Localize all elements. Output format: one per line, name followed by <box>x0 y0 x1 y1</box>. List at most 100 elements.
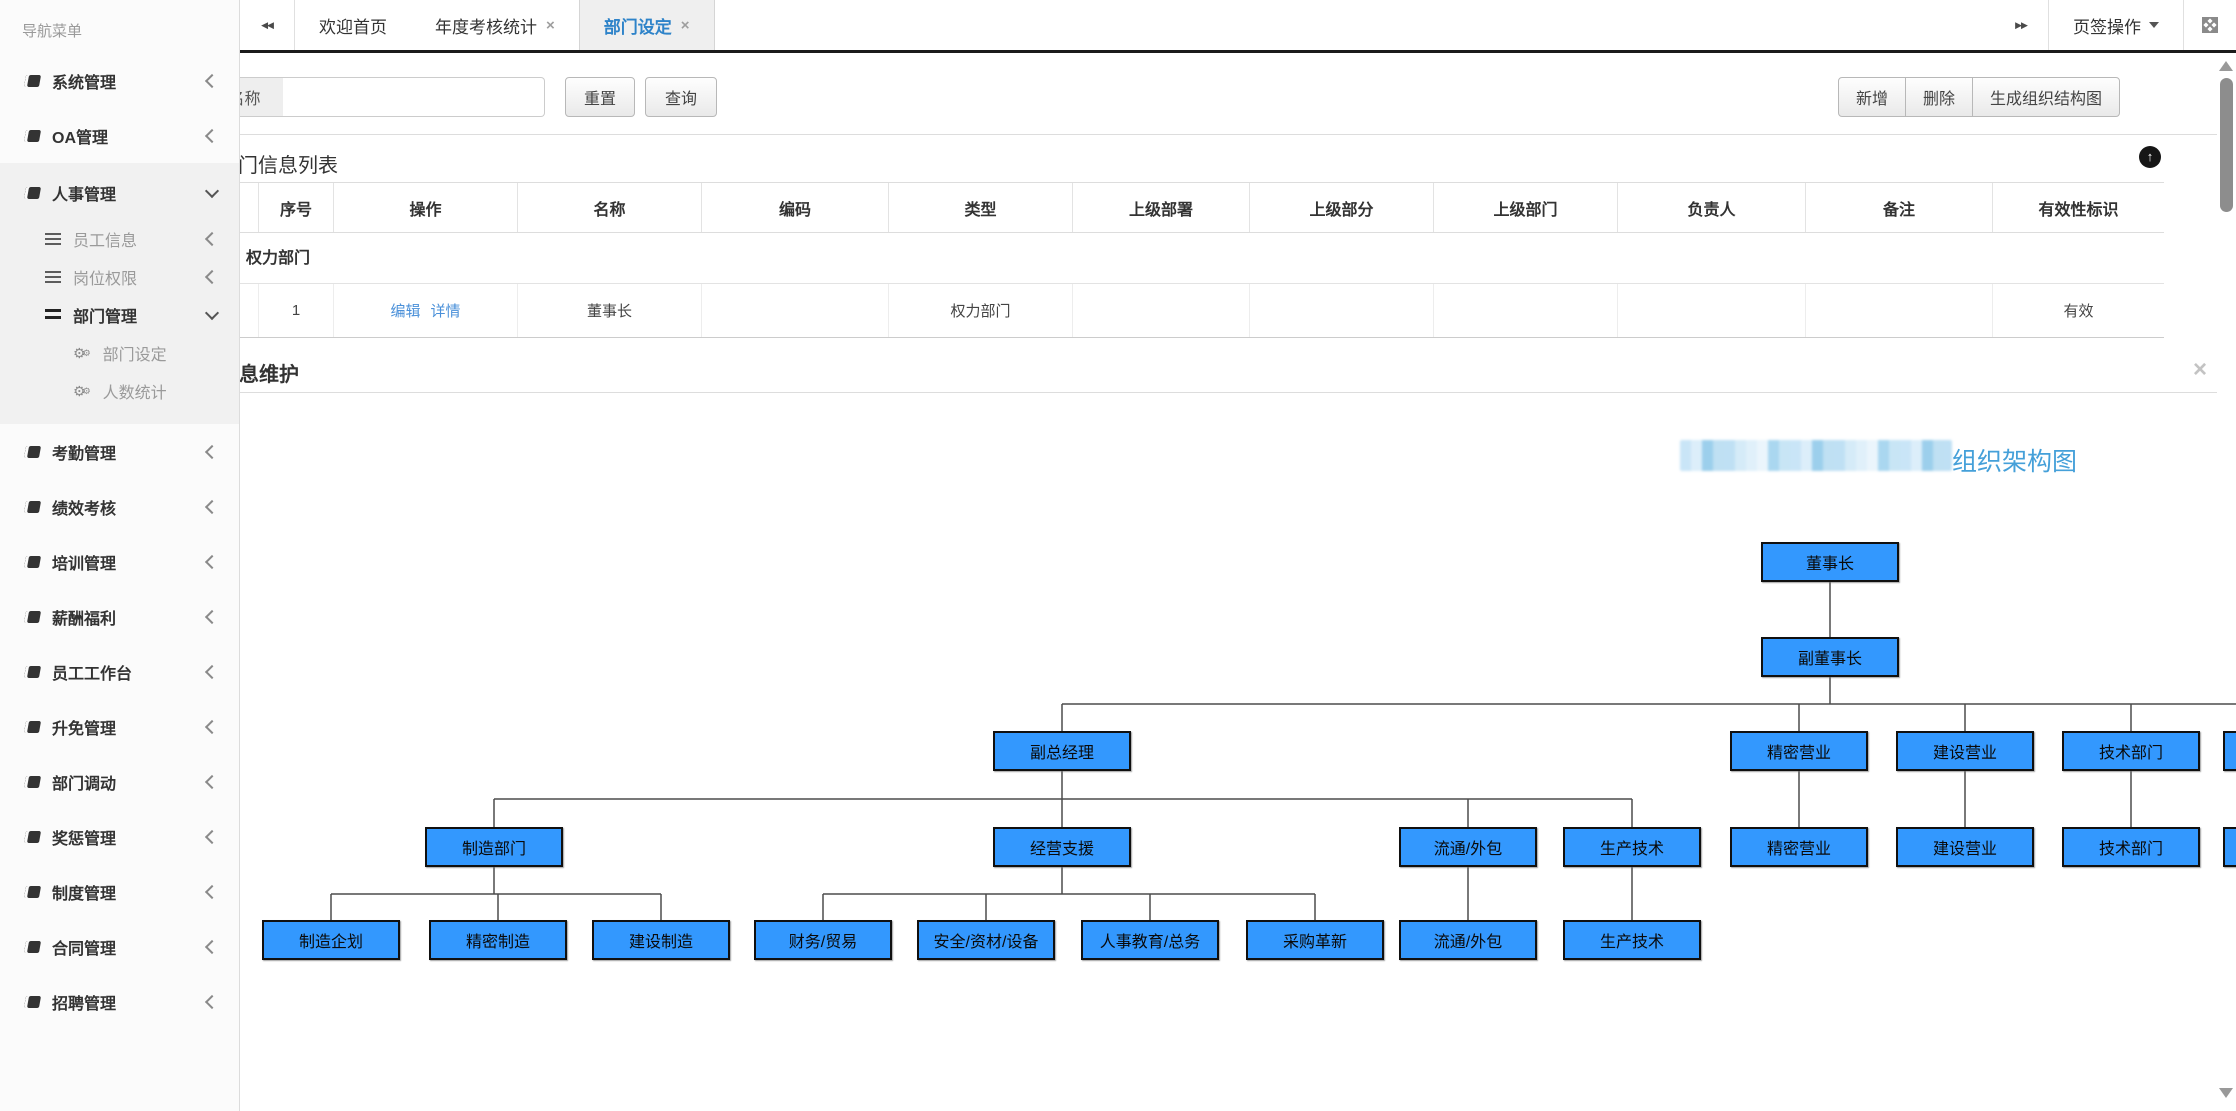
book-icon <box>23 830 42 843</box>
sidebar-item-升免管理[interactable]: 升免管理 <box>0 699 239 754</box>
sidebar-item-合同管理[interactable]: 合同管理 <box>0 919 239 974</box>
sidebar-item-岗位权限[interactable]: 岗位权限 <box>0 258 239 296</box>
generate-org-chart-button[interactable]: 生成组织结构图 <box>1972 77 2121 117</box>
sidebar-item-绩效考核[interactable]: 绩效考核 <box>0 479 239 534</box>
add-button[interactable]: 新增 <box>1838 77 1907 117</box>
chevron-left-icon <box>204 73 220 88</box>
sidebar-item-label: 考勤管理 <box>52 445 117 463</box>
detail-link[interactable]: 详情 <box>430 303 461 320</box>
cell-name: 董事长 <box>518 284 702 337</box>
sidebar-item-部门设定[interactable]: ⚙⚙部门设定 <box>0 334 239 372</box>
chevron-left-icon <box>204 939 220 954</box>
book-icon <box>23 940 42 953</box>
menu-icon <box>45 271 61 283</box>
chevron-down-icon <box>204 183 220 198</box>
book-icon <box>23 610 42 623</box>
sidebar-item-制度管理[interactable]: 制度管理 <box>0 864 239 919</box>
delete-button[interactable]: 删除 <box>1905 77 1974 117</box>
sidebar-item-label: 部门调动 <box>52 775 117 793</box>
table-action-buttons: 新增 删除 生成组织结构图 <box>1838 77 2121 117</box>
cell-owner <box>1618 284 1806 337</box>
tabs-scroll-left-button[interactable]: ◀◀ <box>240 0 295 50</box>
org-node-副总经理: 副总经理 <box>993 731 1131 771</box>
chevron-down-icon <box>204 305 220 321</box>
chevron-left-icon <box>204 994 220 1009</box>
tabs-scroll-right-button[interactable]: ▶▶ <box>1994 0 2048 50</box>
tabbar-right-controls: ▶▶ 页签操作 <box>1994 0 2236 50</box>
org-node-精密制造: 精密制造 <box>429 920 567 960</box>
sidebar-item-系统管理[interactable]: 系统管理 <box>0 53 239 108</box>
chevron-left-icon <box>204 609 220 624</box>
reset-button[interactable]: 重置 <box>565 77 635 117</box>
chevron-left-icon <box>204 499 220 514</box>
org-node-人事教育/总务: 人事教育/总务 <box>1081 920 1219 960</box>
dept-list-panel-title: 部门信息列表 <box>218 155 338 177</box>
cell-parent_dept_b <box>1250 284 1434 337</box>
org-node-建设营业: 建设营业 <box>1896 731 2034 771</box>
column-header-备注: 备注 <box>1806 183 1993 232</box>
name-search-input[interactable] <box>283 77 545 117</box>
book-icon <box>23 500 42 513</box>
tab-operations-menu[interactable]: 页签操作 <box>2048 0 2183 50</box>
cell-remark <box>1806 284 1993 337</box>
scrollbar-up-arrow[interactable] <box>2219 61 2233 71</box>
query-button[interactable]: 查询 <box>645 77 717 117</box>
org-node-采购革新: 采购革新 <box>1246 920 1384 960</box>
sidebar-item-部门管理[interactable]: 部门管理 <box>0 296 239 334</box>
scrollbar-down-arrow[interactable] <box>2219 1088 2233 1098</box>
book-icon <box>23 445 42 458</box>
menu-icon <box>45 233 61 245</box>
collapse-panel-button[interactable]: ↑ <box>2139 146 2161 168</box>
edit-link[interactable]: 编辑 <box>390 303 421 320</box>
sidebar-item-培训管理[interactable]: 培训管理 <box>0 534 239 589</box>
sidebar-item-部门调动[interactable]: 部门调动 <box>0 754 239 809</box>
sidebar-item-label: 制度管理 <box>52 885 117 903</box>
sidebar-item-奖惩管理[interactable]: 奖惩管理 <box>0 809 239 864</box>
column-header-上级部门: 上级部门 <box>1434 183 1618 232</box>
sidebar-item-label: 人数统计 <box>102 385 167 402</box>
sidebar-item-label: 合同管理 <box>52 940 117 958</box>
sidebar-item-考勤管理[interactable]: 考勤管理 <box>0 424 239 479</box>
sidebar-item-招聘管理[interactable]: 招聘管理 <box>0 974 239 1029</box>
sidebar-item-label: 招聘管理 <box>52 995 117 1013</box>
sidebar-item-label: 奖惩管理 <box>52 830 117 848</box>
chevron-left-icon <box>204 719 220 734</box>
sidebar-item-OA管理[interactable]: OA管理 <box>0 108 239 163</box>
org-node-流通/外包: 流通/外包 <box>1399 827 1537 867</box>
chevron-left-icon <box>204 829 220 844</box>
org-node-clipped <box>2223 827 2236 867</box>
chevron-left-icon <box>204 231 220 247</box>
chevron-down-icon <box>2149 22 2159 28</box>
close-tab-icon[interactable]: × <box>546 16 555 34</box>
tab-欢迎首页[interactable]: 欢迎首页 <box>295 0 411 50</box>
chevron-left-icon <box>204 128 220 143</box>
tab-operations-label: 页签操作 <box>2073 17 2141 37</box>
tab-部门设定[interactable]: 部门设定× <box>578 0 715 50</box>
column-header-名称: 名称 <box>518 183 702 232</box>
sidebar-item-label: 员工信息 <box>73 233 138 250</box>
sidebar-item-人数统计[interactable]: ⚙⚙人数统计 <box>0 372 239 410</box>
sidebar-item-员工工作台[interactable]: 员工工作台 <box>0 644 239 699</box>
org-node-建设制造: 建设制造 <box>592 920 730 960</box>
sidebar-item-员工信息[interactable]: 员工信息 <box>0 220 239 258</box>
org-node-技术部门: 技术部门 <box>2062 731 2200 771</box>
expand-arrows-icon <box>2202 17 2218 33</box>
cell-parent_dept_a <box>1073 284 1250 337</box>
book-icon <box>23 720 42 733</box>
close-panel-icon[interactable]: × <box>2193 356 2208 383</box>
book-icon <box>23 555 42 568</box>
column-header-类型: 类型 <box>889 183 1073 232</box>
sidebar-item-label: 系统管理 <box>52 74 117 92</box>
fullscreen-toggle-button[interactable] <box>2183 0 2236 50</box>
sidebar-item-label: 人事管理 <box>52 186 117 204</box>
scrollbar-thumb[interactable] <box>2220 78 2233 212</box>
close-tab-icon[interactable]: × <box>680 16 690 34</box>
sidebar-item-薪酬福利[interactable]: 薪酬福利 <box>0 589 239 644</box>
chevron-left-icon <box>204 884 220 899</box>
book-icon <box>23 885 42 898</box>
tab-年度考核统计[interactable]: 年度考核统计× <box>411 0 579 50</box>
sidebar-item-人事管理[interactable]: 人事管理 <box>0 165 239 220</box>
